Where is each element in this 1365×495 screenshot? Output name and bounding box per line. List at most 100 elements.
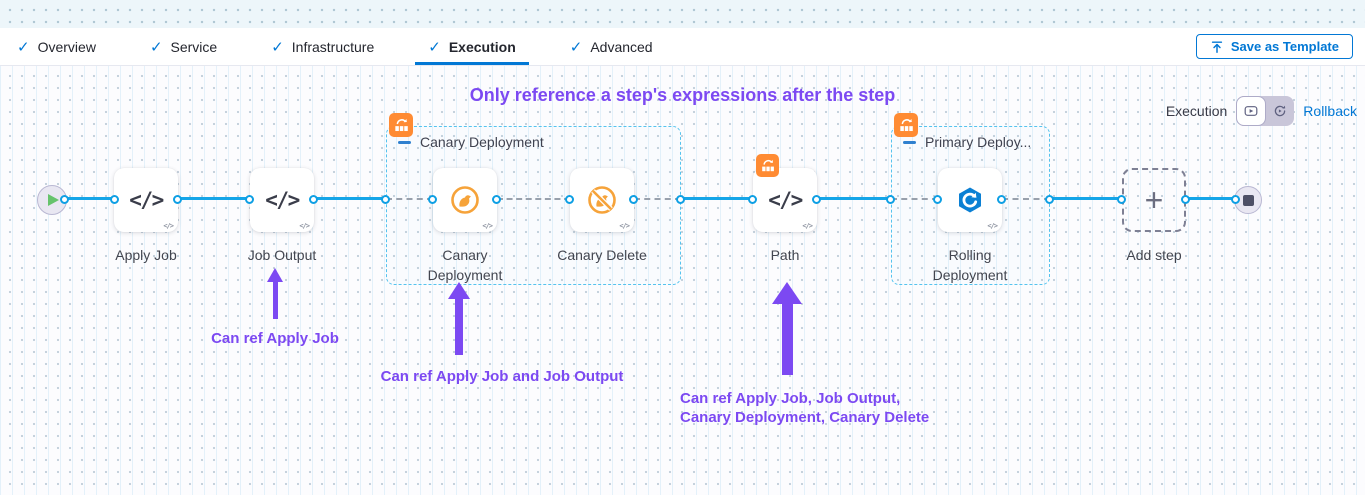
tab-advanced[interactable]: ✓ Advanced	[557, 28, 666, 65]
group-label: Canary Deployment	[420, 134, 544, 150]
code-corner-icon: </>	[987, 222, 998, 230]
tab-service[interactable]: ✓ Service	[137, 28, 230, 65]
check-icon: ✓	[149, 38, 163, 56]
tab-label: Overview	[37, 38, 96, 55]
save-as-template-button[interactable]: Save as Template	[1195, 34, 1353, 59]
connector-port[interactable]	[245, 195, 254, 204]
add-step-button[interactable]: +	[1122, 168, 1186, 232]
connector-port[interactable]	[629, 195, 638, 204]
execution-mode-label: Execution	[1165, 103, 1228, 119]
check-icon: ✓	[428, 38, 441, 56]
code-corner-icon: </>	[802, 222, 813, 230]
step-label: Canary Deployment	[427, 247, 503, 284]
connector-line-dashed	[497, 198, 570, 200]
step-card-apply-job[interactable]: </> </>	[114, 168, 178, 232]
step-card-job-output[interactable]: </> </>	[250, 168, 314, 232]
code-corner-icon: </>	[619, 222, 630, 230]
stop-icon	[1242, 194, 1254, 206]
connector-port[interactable]	[60, 195, 69, 204]
connector-line	[681, 197, 753, 200]
path-strategy-badge-icon	[756, 154, 779, 177]
check-icon: ✓	[569, 38, 583, 56]
upload-icon	[1210, 40, 1224, 54]
top-dotted-strip	[0, 0, 1365, 28]
execution-rollback-toggle	[1236, 96, 1295, 126]
check-icon: ✓	[271, 38, 284, 56]
annotation-arrow-shaft	[781, 302, 793, 375]
tab-overview[interactable]: ✓ Overview	[4, 28, 109, 65]
annotation-text: Can ref Apply Job	[211, 330, 339, 347]
connector-line-dashed	[634, 198, 681, 200]
rollback-toggle-button[interactable]	[1266, 104, 1294, 118]
connector-port[interactable]	[933, 195, 942, 204]
tab-label: Advanced	[590, 38, 653, 55]
connector-line-dashed	[891, 198, 938, 200]
connector-port[interactable]	[748, 195, 757, 204]
annotation-arrow-up-icon	[772, 282, 802, 304]
code-icon: </>	[129, 188, 164, 212]
code-icon: </>	[768, 188, 803, 212]
tab-execution[interactable]: ✓ Execution	[415, 28, 530, 65]
connector-port[interactable]	[110, 195, 119, 204]
step-label: Rolling Deployment	[932, 247, 1008, 284]
group-canary-deployment: Canary Deployment	[386, 126, 681, 285]
connector-port[interactable]	[1045, 195, 1054, 204]
step-card-canary-deployment[interactable]: </>	[433, 168, 497, 232]
collapse-minus-icon[interactable]	[903, 140, 916, 144]
connector-port[interactable]	[812, 195, 821, 204]
pipeline-tabbar: ✓ Overview ✓ Service ✓ Infrastructure ✓ …	[0, 28, 1365, 66]
connector-line	[65, 197, 114, 200]
code-corner-icon: </>	[163, 222, 174, 230]
step-label: Add step	[1126, 247, 1182, 263]
rolling-deploy-icon	[954, 184, 986, 216]
collapse-minus-icon[interactable]	[398, 140, 411, 144]
rolling-strategy-badge-icon	[894, 113, 918, 137]
plus-icon: +	[1144, 182, 1164, 218]
connector-port[interactable]	[1181, 195, 1190, 204]
execution-toggle-button[interactable]	[1236, 96, 1267, 126]
connector-line	[314, 197, 386, 200]
connector-port[interactable]	[381, 195, 390, 204]
connector-line	[1050, 197, 1122, 200]
annotation-text-line2: Canary Deployment, Canary Delete	[680, 408, 930, 426]
canary-icon	[449, 184, 481, 216]
connector-port[interactable]	[309, 195, 318, 204]
step-card-rolling-deployment[interactable]: </>	[938, 168, 1002, 232]
group-label: Primary Deploy...	[925, 134, 1032, 150]
connector-port[interactable]	[1117, 195, 1126, 204]
tab-infrastructure[interactable]: ✓ Infrastructure	[258, 28, 387, 65]
step-card-canary-delete[interactable]: </>	[570, 168, 634, 232]
group-header: Canary Deployment	[398, 134, 544, 150]
connector-port[interactable]	[886, 195, 895, 204]
connector-port[interactable]	[492, 195, 501, 204]
code-corner-icon: </>	[482, 222, 493, 230]
connector-port[interactable]	[428, 195, 437, 204]
step-label: Path	[770, 247, 800, 263]
annotation-arrow-shaft	[455, 297, 463, 355]
tab-label: Service	[170, 38, 218, 55]
connector-port[interactable]	[676, 195, 685, 204]
connector-port[interactable]	[173, 195, 182, 204]
annotation-arrow-shaft	[272, 280, 278, 319]
connector-line	[178, 197, 250, 200]
connector-port[interactable]	[997, 195, 1006, 204]
rollback-circular-arrow-icon	[1273, 104, 1287, 118]
check-icon: ✓	[17, 38, 30, 56]
step-label: Job Output	[247, 247, 317, 263]
group-header: Primary Deploy...	[903, 134, 1031, 150]
rollback-link[interactable]: Rollback	[1303, 103, 1357, 119]
connector-line	[817, 197, 891, 200]
execution-play-icon	[1244, 104, 1258, 118]
group-primary-deployment: Primary Deploy...	[891, 126, 1050, 285]
annotation-heading: Only reference a step's expressions afte…	[469, 85, 896, 105]
annotation-text-line1: Can ref Apply Job, Job Output,	[680, 390, 901, 407]
pipeline-canvas: Only reference a step's expressions afte…	[0, 66, 1365, 495]
step-card-path[interactable]: </> </>	[753, 168, 817, 232]
connector-line-dashed	[386, 198, 433, 200]
execution-mode-row: Execution	[1166, 96, 1357, 126]
canary-strategy-badge-icon	[389, 113, 413, 137]
annotation-arrow-up-icon	[267, 268, 283, 282]
step-label: Canary Delete	[557, 247, 647, 263]
connector-port[interactable]	[565, 195, 574, 204]
connector-port[interactable]	[1231, 195, 1240, 204]
